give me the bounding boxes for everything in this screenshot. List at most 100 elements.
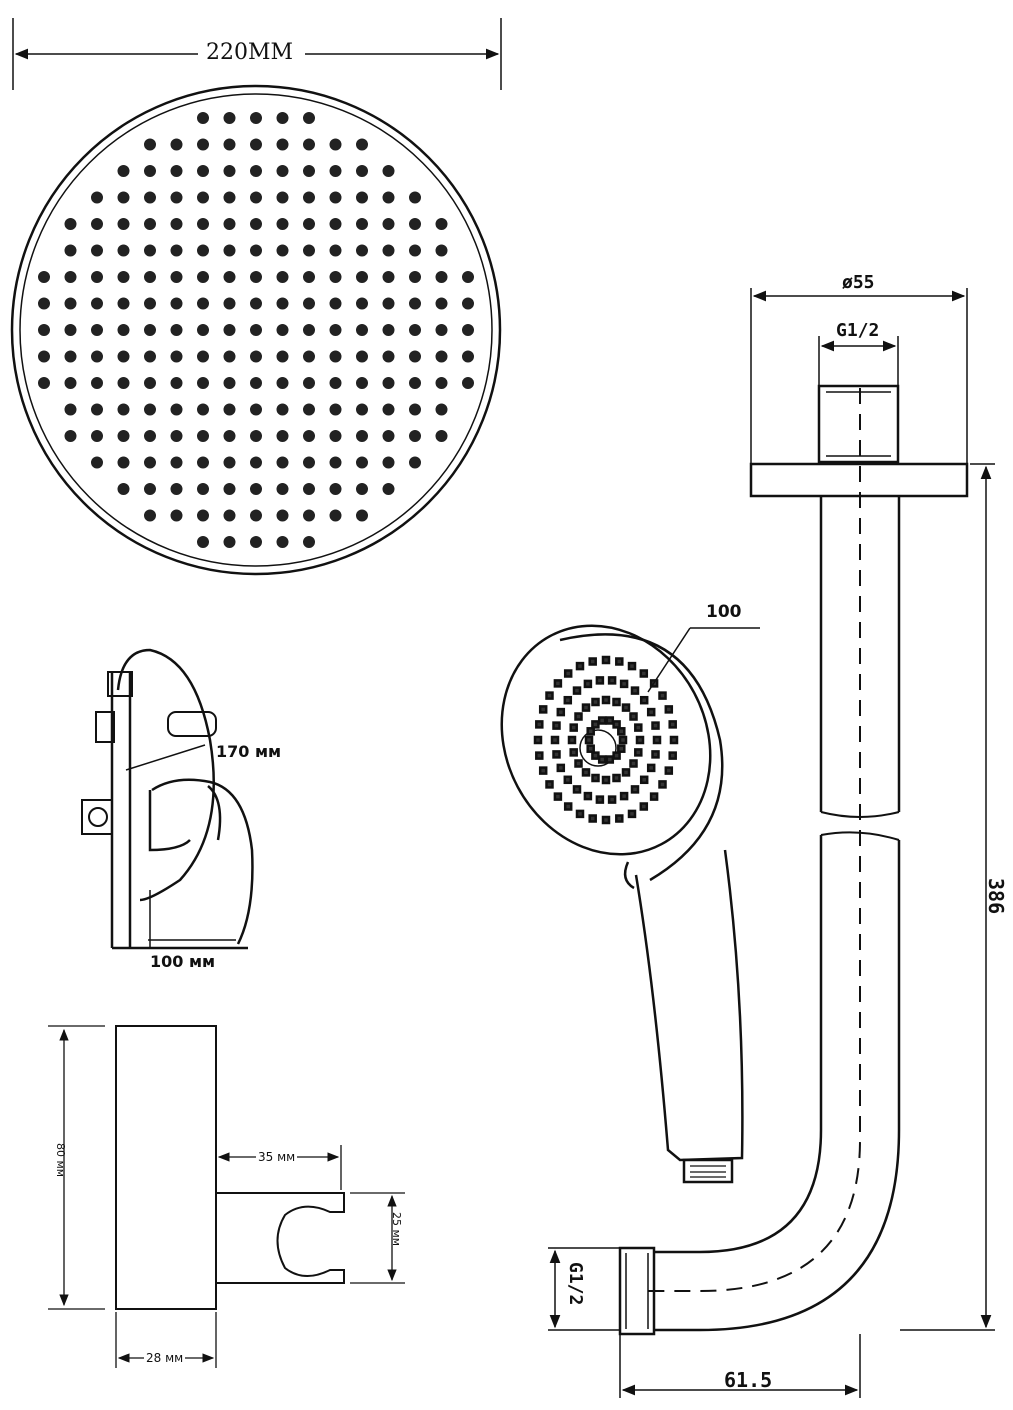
nozzle xyxy=(197,218,209,230)
hand-shower-nozzles xyxy=(533,655,679,825)
nozzle xyxy=(409,244,421,257)
nozzle xyxy=(223,112,236,124)
nozzle xyxy=(329,271,342,283)
hand-nozzle xyxy=(583,791,593,801)
nozzle xyxy=(117,377,130,389)
nozzle xyxy=(356,138,368,151)
holder-height-label: 80 мм xyxy=(54,1143,67,1178)
side-thread-label: G1/2 xyxy=(565,1262,586,1306)
diverter-knob xyxy=(107,671,133,697)
hand-nozzle xyxy=(586,727,595,736)
nozzle xyxy=(197,297,209,310)
nozzle xyxy=(329,377,342,389)
nozzle xyxy=(250,297,262,310)
nozzle xyxy=(409,297,421,310)
nozzle xyxy=(223,324,236,336)
nozzle xyxy=(276,138,289,151)
nozzle xyxy=(435,271,448,283)
hand-nozzle xyxy=(612,697,621,707)
nozzle xyxy=(303,377,315,389)
nozzle xyxy=(117,430,130,442)
nozzle xyxy=(276,483,289,495)
hand-nozzle xyxy=(545,691,554,700)
hand-nozzle xyxy=(629,712,638,721)
nozzle xyxy=(329,218,342,230)
hand-nozzle xyxy=(627,661,637,671)
nozzle xyxy=(38,377,50,389)
nozzle xyxy=(197,509,209,522)
nozzle xyxy=(382,297,395,310)
nozzle xyxy=(329,324,342,336)
nozzle xyxy=(303,271,315,283)
hand-nozzle xyxy=(556,763,566,773)
nozzle xyxy=(197,483,209,495)
hand-nozzle xyxy=(646,763,656,773)
hand-nozzle xyxy=(639,775,649,785)
hand-nozzle xyxy=(591,697,600,707)
nozzle xyxy=(409,218,421,230)
nozzle xyxy=(382,218,395,230)
nozzle xyxy=(303,112,315,124)
nozzle xyxy=(276,218,289,230)
nozzle xyxy=(276,403,289,416)
nozzle xyxy=(382,350,395,363)
hand-nozzle xyxy=(583,679,593,689)
hand-nozzle xyxy=(535,751,544,760)
hand-nozzle xyxy=(572,785,582,794)
nozzle xyxy=(64,324,77,336)
nozzle xyxy=(197,244,209,257)
hand-nozzle xyxy=(575,809,585,819)
hand-shower-diameter-label: 100 xyxy=(706,602,742,622)
nozzle xyxy=(223,297,236,310)
nozzle xyxy=(117,456,130,469)
nozzle xyxy=(435,403,448,416)
nozzle xyxy=(356,483,368,495)
nozzle xyxy=(329,244,342,257)
nozzle xyxy=(303,430,315,442)
hand-nozzle xyxy=(612,751,621,760)
nozzle xyxy=(356,509,368,522)
nozzle xyxy=(276,297,289,310)
nozzle xyxy=(223,403,236,416)
nozzle xyxy=(170,297,183,310)
hand-nozzle xyxy=(535,720,544,729)
hand-nozzle xyxy=(563,695,573,705)
hand-nozzle xyxy=(581,703,591,712)
hand-nozzle xyxy=(556,707,566,717)
hand-nozzle xyxy=(627,809,637,819)
nozzle xyxy=(91,244,103,257)
nozzle xyxy=(170,509,183,522)
nozzle xyxy=(382,271,395,283)
nozzle xyxy=(435,244,448,257)
hand-shower-face xyxy=(500,624,712,856)
nozzle xyxy=(356,297,368,310)
hand-nozzle xyxy=(575,661,585,671)
holder-base-width-label: 28 мм xyxy=(144,1351,186,1365)
hand-nozzle xyxy=(591,751,600,760)
nozzle xyxy=(64,244,77,257)
nozzle xyxy=(329,191,342,204)
nozzle xyxy=(276,112,289,124)
hand-nozzle xyxy=(553,792,563,801)
nozzle xyxy=(170,218,183,230)
hand-nozzle xyxy=(601,815,611,825)
nozzle xyxy=(117,271,130,283)
hand-nozzle xyxy=(552,721,561,730)
nozzle xyxy=(223,456,236,469)
nozzle xyxy=(197,350,209,363)
nozzle xyxy=(38,271,50,283)
nozzle xyxy=(382,324,395,336)
hand-nozzle xyxy=(652,735,662,745)
nozzle xyxy=(356,456,368,469)
nozzle xyxy=(250,191,262,204)
nozzle xyxy=(303,509,315,522)
nozzle xyxy=(329,165,342,177)
nozzle xyxy=(276,271,289,283)
nozzle xyxy=(117,297,130,310)
nozzle xyxy=(197,324,209,336)
nozzle xyxy=(170,271,183,283)
hand-nozzle xyxy=(634,723,643,732)
nozzle xyxy=(435,218,448,230)
nozzle xyxy=(409,271,421,283)
nozzle xyxy=(276,350,289,363)
